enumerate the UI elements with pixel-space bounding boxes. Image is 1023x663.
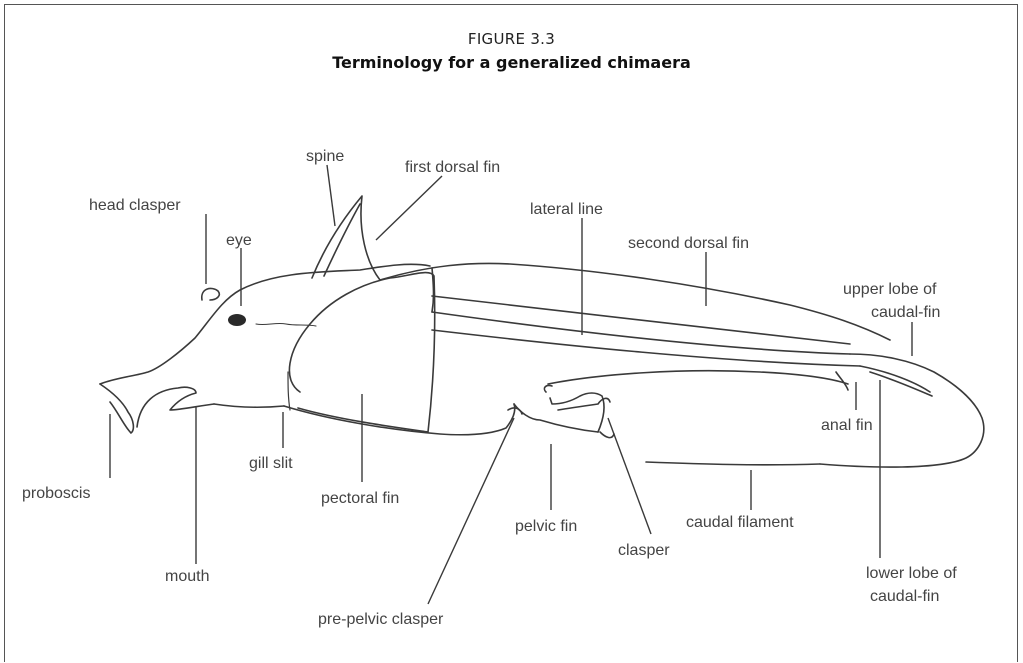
label-pelvic-fin: pelvic fin	[515, 518, 577, 535]
label-eye: eye	[226, 232, 252, 249]
label-second-dorsal-fin: second dorsal fin	[628, 235, 749, 252]
label-caudal-filament: caudal filament	[686, 514, 794, 531]
label-clasper: clasper	[618, 542, 670, 559]
label-lower-lobe-line2: caudal-fin	[870, 588, 939, 605]
label-head-clasper: head clasper	[89, 197, 181, 214]
label-lateral-line: lateral line	[530, 201, 603, 218]
label-pectoral-fin: pectoral fin	[321, 490, 399, 507]
leader-lines	[110, 165, 912, 604]
label-spine: spine	[306, 148, 344, 165]
eye-shape	[228, 314, 246, 326]
label-mouth: mouth	[165, 568, 209, 585]
label-gill-slit: gill slit	[249, 455, 293, 472]
label-upper-lobe-line1: upper lobe of	[843, 281, 937, 298]
label-proboscis: proboscis	[22, 485, 90, 502]
part-labels: spine first dorsal fin head clasper eye …	[22, 148, 957, 628]
label-anal-fin: anal fin	[821, 417, 873, 434]
label-pre-pelvic-clasper: pre-pelvic clasper	[318, 611, 444, 628]
label-lower-lobe-line1: lower lobe of	[866, 565, 957, 582]
label-first-dorsal-fin: first dorsal fin	[405, 159, 500, 176]
label-upper-lobe-line2: caudal-fin	[871, 304, 940, 321]
